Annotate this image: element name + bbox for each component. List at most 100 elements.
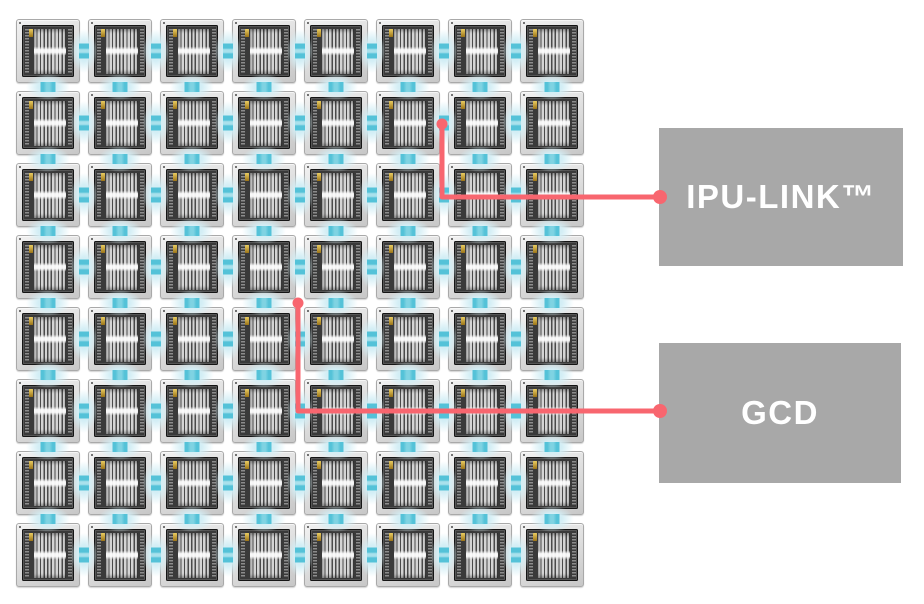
ipu-chip	[160, 307, 224, 371]
chip-io-pads-left	[96, 100, 101, 146]
link-core	[400, 370, 416, 380]
chip-gold-marker	[244, 316, 249, 325]
chip-gold-marker	[532, 28, 537, 37]
chip-io-pads-left	[168, 316, 173, 362]
chip-center-band	[394, 550, 426, 560]
chip-io-pads-left	[312, 460, 317, 506]
chip-io-pads-right	[67, 28, 72, 74]
chip-center-band	[394, 406, 426, 416]
chip-die	[310, 241, 362, 293]
link-core	[79, 475, 89, 491]
ipu-chip	[376, 451, 440, 515]
ipu-chip	[232, 451, 296, 515]
link-core	[511, 475, 521, 491]
chip-gold-marker	[28, 100, 33, 109]
ipu-chip	[16, 523, 80, 587]
chip-die	[310, 313, 362, 365]
link-core	[151, 547, 161, 563]
link-core	[184, 298, 200, 308]
chip-center-band	[250, 262, 282, 272]
chip-io-pads-right	[283, 244, 288, 290]
chip-io-pads-left	[240, 100, 245, 146]
chip-gold-marker	[100, 316, 105, 325]
chip-io-pads-left	[168, 100, 173, 146]
link-core	[256, 154, 272, 164]
link-core	[472, 298, 488, 308]
chip-io-pads-right	[571, 532, 576, 578]
chip-die	[526, 241, 578, 293]
chip-io-pads-left	[384, 172, 389, 218]
chip-gold-marker	[460, 100, 465, 109]
chip-io-pads-left	[312, 388, 317, 434]
link-core	[328, 442, 344, 452]
chip-die	[238, 97, 290, 149]
chip-io-pads-left	[24, 316, 29, 362]
chip-center-band	[34, 406, 66, 416]
chip-io-pads-right	[67, 172, 72, 218]
chip-gold-marker	[28, 28, 33, 37]
chip-gold-marker	[532, 460, 537, 469]
link-core	[256, 82, 272, 92]
link-core	[256, 514, 272, 524]
link-core	[79, 43, 89, 59]
ipu-chip	[232, 523, 296, 587]
chip-die	[454, 529, 506, 581]
chip-die	[166, 529, 218, 581]
chip-io-pads-right	[571, 28, 576, 74]
chip-die	[94, 457, 146, 509]
ipu-chip	[16, 451, 80, 515]
chip-io-pads-right	[283, 316, 288, 362]
ipu-chip	[520, 235, 584, 299]
ipu-chip	[304, 19, 368, 83]
chip-io-pads-left	[168, 532, 173, 578]
chip-center-band	[250, 190, 282, 200]
link-core	[40, 82, 56, 92]
chip-gold-marker	[388, 100, 393, 109]
link-core	[511, 259, 521, 275]
link-core	[544, 442, 560, 452]
chip-gold-marker	[172, 460, 177, 469]
chip-io-pads-right	[355, 28, 360, 74]
chip-die	[22, 25, 74, 77]
link-core	[400, 226, 416, 236]
link-core	[295, 547, 305, 563]
chip-io-pads-left	[240, 388, 245, 434]
link-core	[223, 187, 233, 203]
link-core	[112, 226, 128, 236]
link-core	[40, 370, 56, 380]
gcd-label: GCD	[741, 394, 819, 431]
chip-center-band	[178, 46, 210, 56]
ipu-link-label: IPU-LINK™	[686, 178, 876, 215]
chip-center-band	[394, 478, 426, 488]
chip-center-band	[250, 406, 282, 416]
chip-io-pads-left	[96, 28, 101, 74]
chip-gold-marker	[388, 460, 393, 469]
chip-io-pads-right	[571, 172, 576, 218]
chip-io-pads-left	[96, 388, 101, 434]
chip-io-pads-left	[24, 172, 29, 218]
link-core	[112, 370, 128, 380]
link-core	[511, 331, 521, 347]
chip-die	[454, 457, 506, 509]
chip-gold-marker	[28, 172, 33, 181]
chip-io-pads-left	[168, 244, 173, 290]
ipu-chip	[304, 451, 368, 515]
chip-center-band	[250, 478, 282, 488]
chip-gold-marker	[100, 388, 105, 397]
chip-io-pads-left	[96, 172, 101, 218]
chip-io-pads-left	[384, 28, 389, 74]
chip-die	[382, 313, 434, 365]
chip-center-band	[106, 46, 138, 56]
chip-center-band	[250, 46, 282, 56]
link-core	[223, 547, 233, 563]
chip-center-band	[106, 118, 138, 128]
link-core	[472, 82, 488, 92]
ipu-chip	[160, 379, 224, 443]
link-core	[184, 154, 200, 164]
chip-die	[22, 169, 74, 221]
chip-io-pads-left	[312, 532, 317, 578]
chip-gold-marker	[172, 244, 177, 253]
chip-center-band	[394, 262, 426, 272]
chip-die	[310, 529, 362, 581]
chip-center-band	[34, 550, 66, 560]
